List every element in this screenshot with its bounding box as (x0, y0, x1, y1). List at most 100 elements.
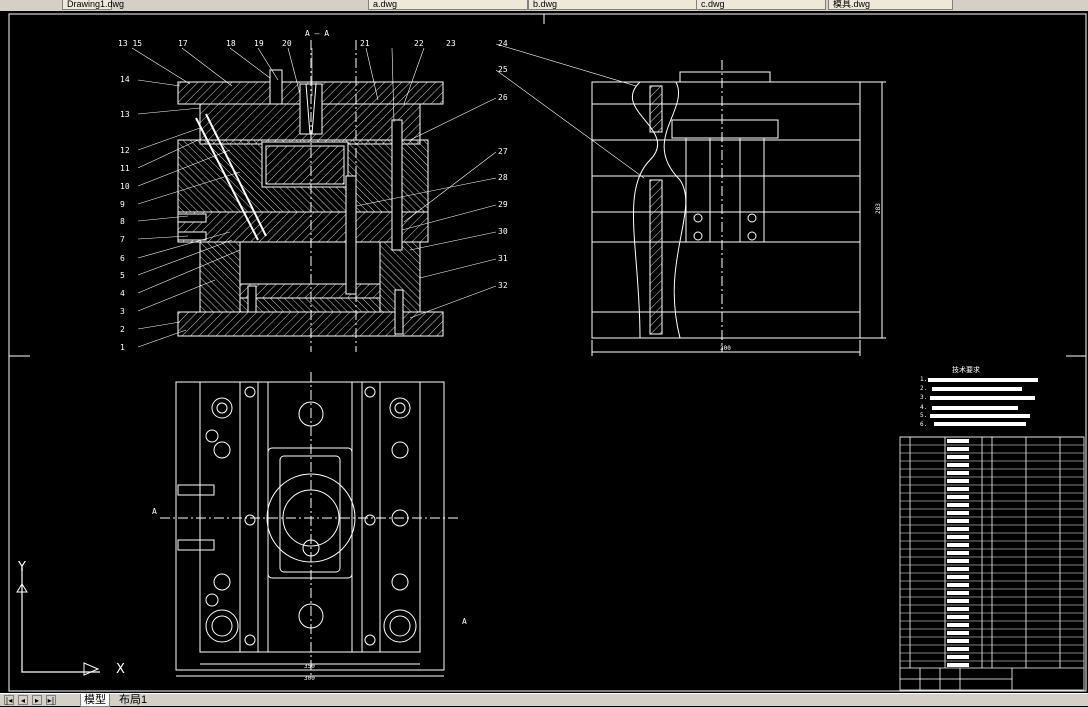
parts-row-name-cell (947, 511, 969, 515)
document-tab-5[interactable]: 模具.dwg (828, 0, 953, 10)
prev-tab-button[interactable]: ◂ (18, 695, 28, 705)
callout-20: 20 (282, 39, 292, 48)
section-marker-right: A (462, 617, 467, 626)
callout-28: 28 (498, 173, 508, 182)
callouts-left-leaders (131, 47, 425, 348)
callout-9: 9 (120, 200, 125, 209)
callout-21: 21 (360, 39, 370, 48)
ucs-icon (16, 568, 100, 676)
document-tab-4[interactable]: c.dwg (696, 0, 826, 10)
callout-7: 7 (120, 235, 125, 244)
parts-row-name-cell (947, 495, 969, 499)
parts-row-name-cell (947, 647, 969, 651)
section-view (177, 40, 444, 352)
callout-22: 22 (414, 39, 424, 48)
tech-req-item-2: 2. (920, 385, 927, 392)
parts-row-name-cell (947, 551, 969, 555)
tech-req-item-3: 3. (920, 394, 927, 401)
document-tab-2[interactable]: a.dwg (368, 0, 528, 10)
document-tab-1[interactable]: Drawing1.dwg (62, 0, 124, 10)
tech-requirements (928, 378, 1038, 426)
parts-row-name-cell (947, 535, 969, 539)
callout-18: 18 (226, 39, 236, 48)
parts-row-name-cell (947, 439, 969, 443)
next-tab-button[interactable]: ▸ (32, 695, 42, 705)
tab-model[interactable]: 模型 (80, 694, 110, 707)
side-view (591, 60, 886, 356)
parts-row-name-cell (947, 663, 969, 667)
tab-layout1[interactable]: 布局1 (119, 694, 148, 706)
callout-32: 32 (498, 281, 508, 290)
tech-req-title: 技术要求 (952, 365, 980, 374)
tech-req-item-5: 5. (920, 412, 927, 419)
callout-26: 26 (498, 93, 508, 102)
drawing-canvas[interactable]: A — A 13 15 17 (0, 11, 1088, 693)
section-marker-left: A (152, 507, 157, 516)
callout-12: 12 (120, 146, 130, 155)
dim-side-width: 300 (720, 345, 731, 352)
callout-13-15: 13 15 (118, 39, 142, 48)
callout-25: 25 (498, 65, 508, 74)
window-tab-strip: Drawing1.dwg a.dwg b.dwg c.dwg 模具.dwg (0, 0, 1088, 12)
tech-req-item-4: 4. (920, 404, 927, 411)
parts-row-name-cell (947, 575, 969, 579)
parts-row-name-cell (947, 543, 969, 547)
callout-31: 31 (498, 254, 508, 263)
drawing-border (8, 13, 1087, 692)
parts-row-name-cell (947, 615, 969, 619)
first-tab-button[interactable]: |◂ (4, 695, 14, 705)
parts-row-name-cell (947, 503, 969, 507)
callout-29: 29 (498, 200, 508, 209)
callout-2: 2 (120, 325, 125, 334)
callout-13: 13 (120, 110, 130, 119)
tech-req-item-6: 6. (920, 421, 927, 428)
callout-10: 10 (120, 182, 130, 191)
parts-row-name-cell (947, 655, 969, 659)
callout-14: 14 (120, 75, 130, 84)
parts-row-name-cell (947, 455, 969, 459)
cad-drawing: A — A 13 15 17 (8, 13, 1087, 692)
parts-row-name-cell (947, 639, 969, 643)
callouts-right-leaders (355, 43, 645, 319)
parts-row-name-cell (947, 519, 969, 523)
dim-plan-outer: 300 (304, 675, 315, 682)
callout-6: 6 (120, 254, 125, 263)
callout-24: 24 (498, 39, 508, 48)
parts-row-name-cell (947, 607, 969, 611)
parts-row-name-cell (947, 479, 969, 483)
callout-5: 5 (120, 271, 125, 280)
parts-row-name-cell (947, 447, 969, 451)
callout-30: 30 (498, 227, 508, 236)
document-tab-3[interactable]: b.dwg (528, 0, 698, 10)
section-label: A — A (305, 29, 329, 38)
callout-1: 1 (120, 343, 125, 352)
parts-row-name-cell (947, 583, 969, 587)
callout-19: 19 (254, 39, 264, 48)
parts-row-name-cell (947, 527, 969, 531)
callout-4: 4 (120, 289, 125, 298)
callout-27: 27 (498, 147, 508, 156)
callout-17: 17 (178, 39, 188, 48)
ucs-y-label: Y (18, 560, 26, 575)
parts-row-name-cell (947, 599, 969, 603)
parts-row-name-cell (947, 591, 969, 595)
plan-view (160, 372, 460, 677)
layout-tab-bar: |◂ ◂ ▸ ▸| 模型 布局1 (0, 693, 1088, 707)
parts-row-name-cell (947, 471, 969, 475)
parts-list-rows (900, 436, 1084, 667)
ucs-x-label: X (116, 662, 125, 677)
tech-req-item-1: 1. (920, 376, 927, 383)
parts-row-name-cell (947, 623, 969, 627)
callout-8: 8 (120, 217, 125, 226)
callout-11: 11 (120, 164, 130, 173)
parts-list (899, 436, 1085, 691)
parts-row-name-cell (947, 631, 969, 635)
parts-row-name-cell (947, 559, 969, 563)
parts-row-name-cell (947, 463, 969, 467)
last-tab-button[interactable]: ▸| (46, 695, 56, 705)
dim-side-height: 283 (875, 203, 882, 214)
dim-plan-inner: 350 (304, 663, 315, 670)
callout-3: 3 (120, 307, 125, 316)
parts-row-name-cell (947, 487, 969, 491)
parts-row-name-cell (947, 567, 969, 571)
